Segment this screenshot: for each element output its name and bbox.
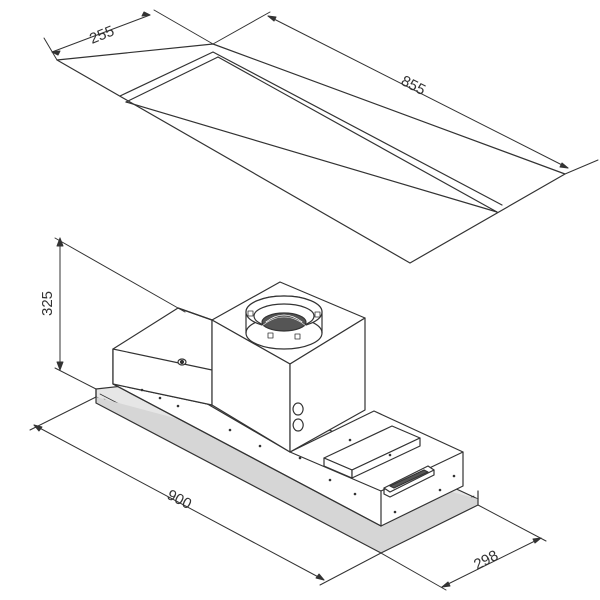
dim-label-255: 255 xyxy=(87,23,117,48)
fan-impeller xyxy=(261,312,307,332)
dim-unit-depth-lines xyxy=(380,504,547,591)
cutout-inner-edge xyxy=(119,51,503,206)
dim-unit-length-lines xyxy=(29,396,382,586)
cutout-groove-left xyxy=(125,56,219,103)
dim-label-298: 298 xyxy=(471,547,501,574)
filter-block xyxy=(323,425,421,479)
dim-unit-height-lines xyxy=(54,237,186,390)
dim-label-900: 900 xyxy=(164,486,194,513)
dim-cutout-length-lines xyxy=(212,11,599,175)
cutout-groove-right xyxy=(217,56,498,213)
dim-cutout-width-lines xyxy=(43,9,214,61)
fan-collar xyxy=(245,295,323,350)
cutout-template xyxy=(56,43,566,264)
connector-port xyxy=(292,402,304,432)
screw-details xyxy=(140,388,456,514)
dim-label-325: 325 xyxy=(39,291,56,316)
handle xyxy=(383,465,435,498)
cutout-outline xyxy=(56,43,566,264)
cutout-groove-bottom xyxy=(125,101,498,213)
chassis-body xyxy=(112,348,464,527)
